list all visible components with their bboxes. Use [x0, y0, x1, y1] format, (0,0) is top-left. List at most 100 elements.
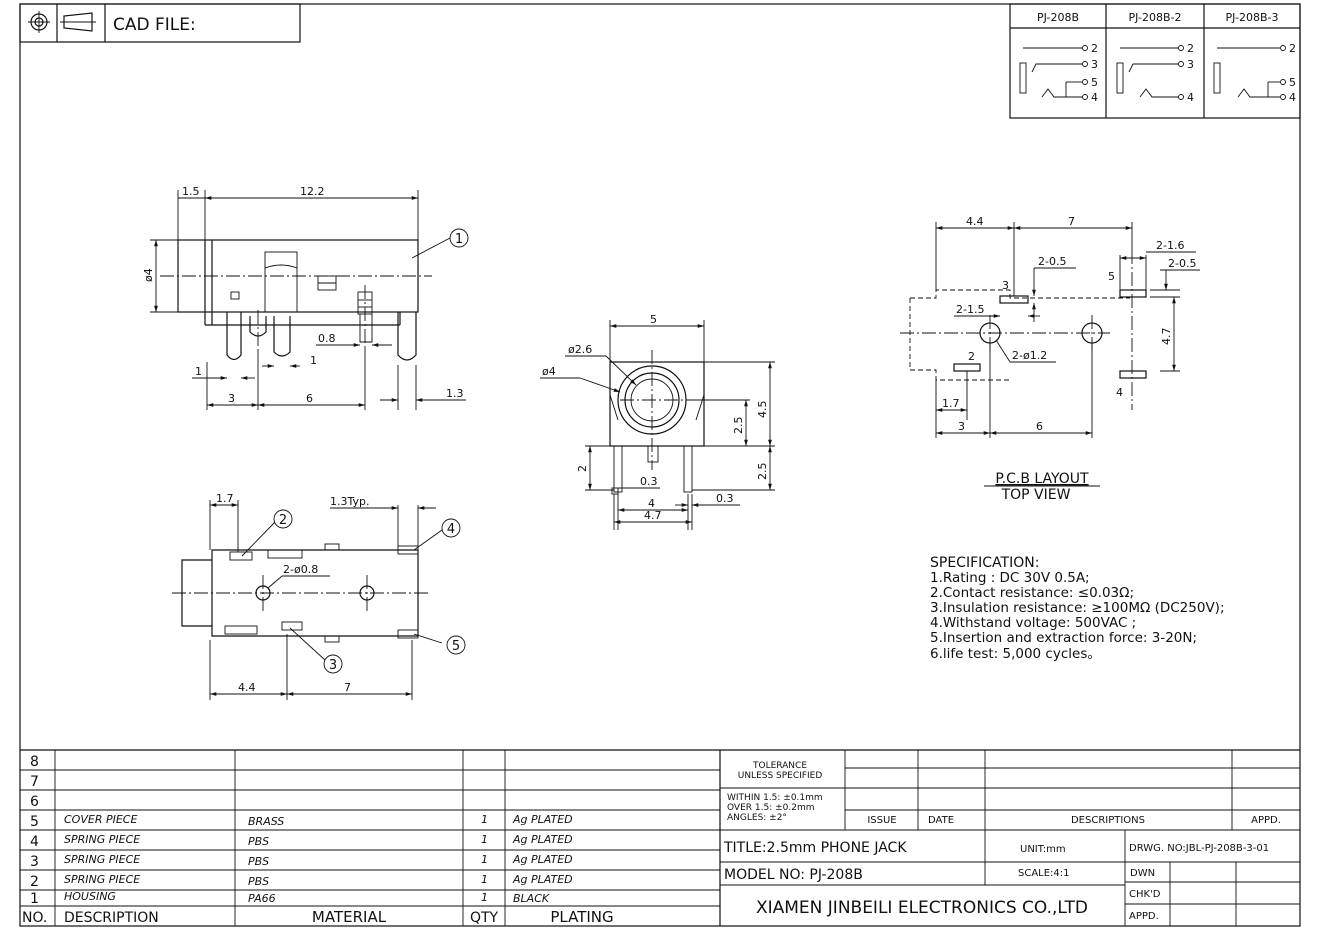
bottom-dim-1-3typ: 1.3Typ.: [330, 495, 370, 508]
v2-pin-c: 4: [1187, 91, 1194, 104]
bottom-callout-2: 2: [279, 513, 287, 528]
drawing-number: DRWG. NO:JBL-PJ-208B-3-01: [1129, 843, 1269, 854]
svg-text:BLACK: BLACK: [513, 892, 550, 905]
svg-text:1: 1: [481, 853, 488, 866]
pcb-dim-3: 3: [958, 420, 965, 433]
cad-file-label: CAD FILE:: [113, 15, 196, 35]
appd-label: APPD.: [1251, 815, 1281, 826]
company-name: XIAMEN JINBEILI ELECTRONICS CO.,LTD: [756, 898, 1088, 918]
side-view: 1.5 12.2 ø4 1 0.8 1 1 3 6 1.3: [142, 185, 469, 410]
bottom-dim-2-phi0-8: 2-ø0.8: [283, 563, 318, 576]
svg-text:PBS: PBS: [248, 835, 269, 848]
v1-pin-a: 2: [1091, 42, 1098, 55]
svg-text:SPRING PIECE: SPRING PIECE: [64, 833, 140, 846]
spec-line-3: 3.Insulation resistance: ≥100MΩ (DC250V)…: [930, 600, 1225, 616]
pcb-dim-2-0-5a: 2-0.5: [1038, 255, 1066, 268]
descriptions-label: DESCRIPTIONS: [1071, 815, 1145, 826]
svg-text:2: 2: [30, 874, 39, 890]
v2-pin-b: 3: [1187, 58, 1194, 71]
bottom-callout-3: 3: [329, 658, 337, 673]
bom-table: 8 7 6 5 COVER PIECE BRASS 1 Ag PLATED 4 …: [20, 749, 1300, 926]
svg-text:BRASS: BRASS: [248, 815, 284, 828]
front-dim-2-5b: 2.5: [756, 463, 769, 481]
side-dim-0-8: 0.8: [318, 332, 336, 345]
bottom-callout-4: 4: [447, 522, 455, 537]
front-dim-5: 5: [650, 313, 657, 326]
front-dim-0-3a: 0.3: [640, 475, 658, 488]
tol-title-1: TOLERANCE: [752, 761, 807, 771]
svg-text:SPRING PIECE: SPRING PIECE: [64, 853, 140, 866]
spec-line-1: 1.Rating : DC 30V 0.5A;: [930, 570, 1090, 586]
side-dim-3: 3: [228, 392, 235, 405]
unit-label: UNIT:mm: [1020, 844, 1066, 855]
spec-title: SPECIFICATION:: [930, 555, 1039, 571]
pcb-dim-2-1-5: 2-1.5: [956, 303, 984, 316]
side-dim-1-3: 1.3: [446, 387, 464, 400]
spec-line-6: 6.life test: 5,000 cycles。: [930, 646, 1101, 662]
drawing-title: TITLE:2.5mm PHONE JACK: [723, 840, 907, 856]
bottom-dim-4-4: 4.4: [238, 681, 256, 694]
variant-header-1: PJ-208B: [1037, 11, 1079, 24]
pcb-title: P.C.B LAYOUT: [995, 471, 1089, 487]
specification: SPECIFICATION: 1.Rating : DC 30V 0.5A; 2…: [930, 555, 1225, 662]
bottom-view: 1.7 1.3Typ. 2 3 4 5 2-ø0.8 4.4 7: [172, 492, 466, 700]
svg-text:1: 1: [481, 891, 488, 904]
table-row: 4 SPRING PIECE PBS 1 Ag PLATED: [30, 833, 573, 850]
dwn-label: DWN: [1130, 868, 1155, 879]
v1-pin-b: 3: [1091, 58, 1098, 71]
front-dim-4: 4: [648, 497, 655, 510]
bom-empty-no-7: 7: [30, 774, 39, 790]
svg-text:5: 5: [30, 814, 39, 830]
svg-text:1: 1: [481, 833, 488, 846]
svg-text:PA66: PA66: [248, 892, 276, 905]
date-label: DATE: [928, 815, 954, 826]
bottom-callout-5: 5: [452, 639, 460, 654]
chkd-label: CHK'D: [1129, 889, 1161, 900]
svg-text:1: 1: [30, 891, 39, 907]
bom-header-no: NO.: [22, 910, 47, 926]
svg-text:SPRING PIECE: SPRING PIECE: [64, 873, 140, 886]
projection-cone-icon: [60, 12, 96, 32]
v1-pin-d: 4: [1091, 91, 1098, 104]
pcb-dim-6: 6: [1036, 420, 1043, 433]
bom-header-plating: PLATING: [550, 908, 613, 926]
tol-line-1: WITHIN 1.5: ±0.1mm: [727, 793, 823, 803]
bottom-dim-1-7: 1.7: [216, 492, 234, 505]
pcb-subtitle: TOP VIEW: [1001, 487, 1071, 503]
pcb-dim-2-phi1-2: 2-ø1.2: [1012, 349, 1047, 362]
side-callout-1: 1: [455, 232, 463, 247]
table-row: 2 SPRING PIECE PBS 1 Ag PLATED: [30, 873, 573, 890]
side-dim-12-2: 12.2: [300, 185, 325, 198]
pcb-pin-4: 4: [1116, 386, 1123, 399]
variant-table: PJ-208B PJ-208B-2 PJ-208B-3 2 3 5 4: [1009, 3, 1301, 119]
spec-line-2: 2.Contact resistance: ≤0.03Ω;: [930, 585, 1134, 601]
v3-pin-c: 4: [1289, 91, 1296, 104]
drawing-frame: [19, 3, 1301, 927]
front-dim-phi4: ø4: [542, 365, 556, 378]
v1-pin-c: 5: [1091, 76, 1098, 89]
bom-empty-no-8: 8: [30, 754, 39, 770]
pcb-pin-5: 5: [1108, 270, 1115, 283]
front-dim-2-5a: 2.5: [732, 417, 745, 435]
tol-line-3: ANGLES: ±2°: [727, 813, 787, 823]
tol-title-2: UNLESS SPECIFIED: [738, 771, 823, 781]
pcb-pin-2: 2: [968, 350, 975, 363]
svg-text:3: 3: [30, 854, 39, 870]
projection-circle-icon: [28, 11, 50, 33]
svg-text:4: 4: [30, 834, 39, 850]
front-dim-4-7: 4.7: [644, 509, 662, 522]
model-number: MODEL NO: PJ-208B: [724, 867, 863, 883]
appd2-label: APPD.: [1129, 911, 1159, 922]
svg-text:Ag PLATED: Ag PLATED: [512, 873, 573, 886]
pcb-dim-1-7: 1.7: [942, 397, 960, 410]
svg-text:PBS: PBS: [248, 875, 269, 888]
pcb-pin-3: 3: [1002, 279, 1009, 292]
pcb-dim-2-0-5b: 2-0.5: [1168, 257, 1196, 270]
v3-pin-b: 5: [1289, 76, 1296, 89]
svg-text:PBS: PBS: [248, 855, 269, 868]
issue-label: ISSUE: [867, 815, 896, 826]
tol-line-2: OVER 1.5: ±0.2mm: [727, 803, 814, 813]
v3-pin-a: 2: [1289, 42, 1296, 55]
v2-pin-a: 2: [1187, 42, 1194, 55]
